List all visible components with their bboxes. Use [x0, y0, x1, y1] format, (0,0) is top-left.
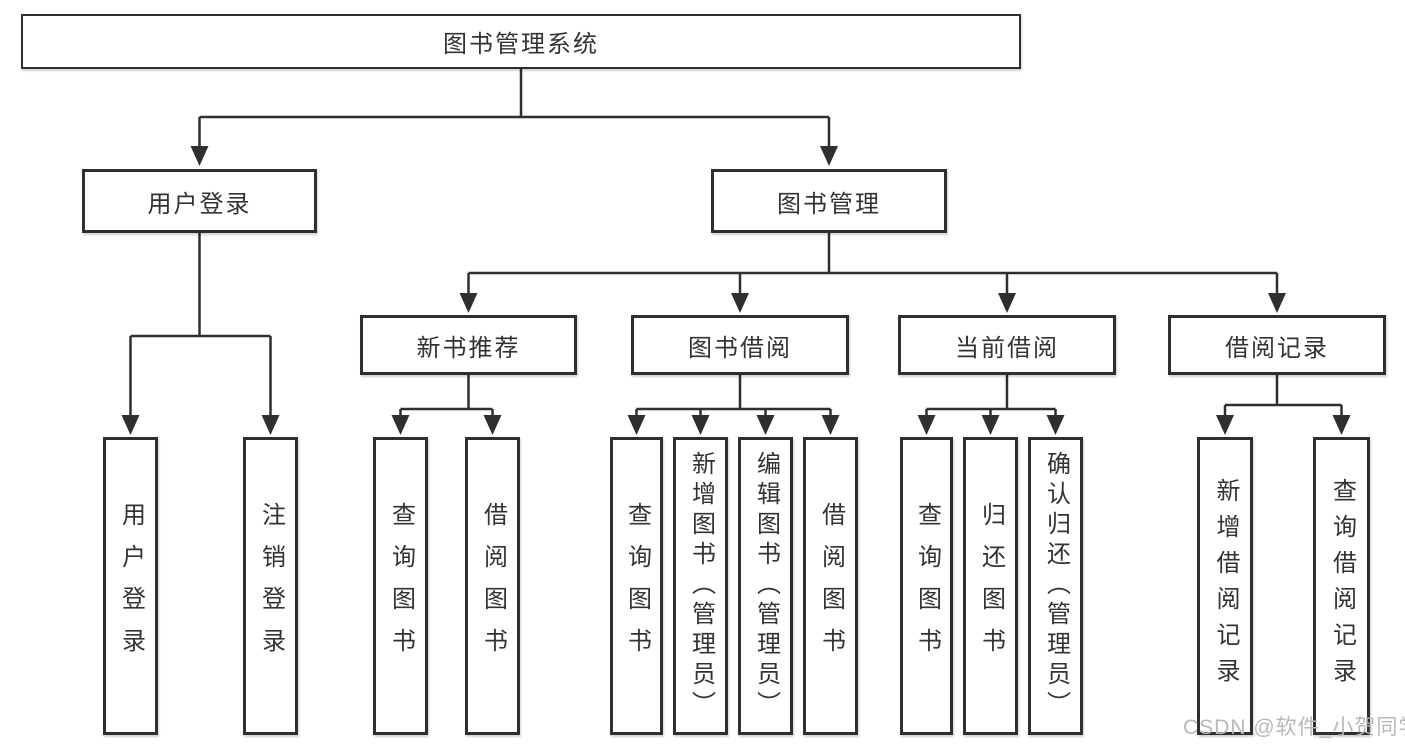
leaf-newbook-borrow-books: 借阅图书: [465, 437, 520, 735]
node-label: 新增图书（管理员）: [687, 451, 715, 721]
node-book-borrowing: 图书借阅: [631, 315, 849, 375]
arrowhead: [459, 293, 478, 313]
connector-line: [925, 375, 1057, 421]
node-label: 借阅图书: [479, 502, 507, 670]
node-label: 图书借阅: [688, 334, 792, 362]
arrowhead: [121, 415, 140, 435]
leaf-records-query-borrow-record: 查询借阅记录: [1313, 437, 1370, 735]
arrowhead: [998, 293, 1016, 313]
arrowhead: [1268, 293, 1286, 313]
node-book-management: 图书管理: [711, 169, 947, 233]
connector-new-book-rec-to-leaves: [391, 375, 502, 435]
arrowhead: [691, 415, 710, 435]
leaf-borrowing-edit-books-admin: 编辑图书（管理员）: [738, 437, 793, 735]
connector-book-borrow-to-leaves: [627, 375, 840, 435]
arrowhead: [483, 415, 502, 435]
node-label: 确认归还（管理员）: [1042, 451, 1070, 721]
node-label: 用户登录: [147, 190, 252, 218]
connector-line: [129, 233, 272, 421]
arrowhead: [391, 415, 410, 435]
connector-line: [467, 232, 1279, 299]
leaf-borrowing-query-books: 查询图书: [610, 437, 663, 735]
arrowhead: [917, 415, 936, 435]
node-label: 图书管理系统: [443, 31, 599, 58]
node-label: 图书管理: [777, 190, 881, 218]
connector-user-login-to-leaves: [121, 233, 280, 435]
node-label: 当前借阅: [955, 334, 1059, 362]
arrowhead: [1216, 415, 1234, 435]
connector-book-mgmt-to-level2: [459, 232, 1286, 313]
arrowhead: [1046, 415, 1065, 435]
connector-line: [198, 69, 831, 152]
node-label: 查询图书: [387, 502, 415, 670]
connector-line: [635, 375, 832, 421]
node-label: 新增借阅记录: [1212, 478, 1239, 694]
node-root-library-system: 图书管理系统: [21, 14, 1021, 69]
arrowhead: [627, 415, 646, 435]
arrowhead: [731, 293, 749, 313]
node-label: 新书推荐: [416, 334, 521, 362]
node-user-login: 用户登录: [82, 169, 317, 233]
node-label: 归还图书: [977, 502, 1005, 670]
connector-line: [399, 375, 494, 421]
leaf-logout: 注销登录: [243, 437, 298, 735]
node-label: 查询图书: [623, 502, 651, 670]
arrowhead: [820, 146, 838, 166]
arrowhead: [981, 415, 1000, 435]
node-label: 注销登录: [257, 502, 285, 670]
node-label: 编辑图书（管理员）: [752, 451, 780, 721]
arrowhead: [190, 146, 209, 166]
arrowhead: [261, 415, 280, 435]
node-label: 查询借阅记录: [1328, 478, 1356, 694]
node-borrowing-records: 借阅记录: [1168, 315, 1386, 375]
node-label: 查询图书: [913, 502, 941, 670]
leaf-user-login: 用户登录: [103, 437, 158, 735]
connector-root-to-level1: [190, 69, 838, 166]
leaf-records-add-borrow-record: 新增借阅记录: [1197, 437, 1253, 735]
leaf-current-confirm-return-admin: 确认归还（管理员）: [1028, 437, 1083, 735]
leaf-borrowing-add-books-admin: 新增图书（管理员）: [673, 437, 728, 735]
csdn-watermark: CSDN @软件_小贺同学: [1183, 716, 1405, 739]
node-current-borrowing: 当前借阅: [898, 315, 1116, 375]
node-label: 借阅图书: [817, 502, 845, 670]
connector-borrow-record-to-leaves: [1216, 375, 1351, 435]
node-new-book-recommend: 新书推荐: [360, 315, 577, 375]
node-label: 用户登录: [117, 502, 145, 670]
leaf-current-return-books: 归还图书: [963, 437, 1018, 735]
leaf-borrowing-borrow-books: 借阅图书: [803, 437, 858, 735]
leaf-newbook-query-books: 查询图书: [373, 437, 428, 735]
connector-line: [1223, 375, 1343, 421]
arrowhead: [756, 415, 775, 435]
arrowhead: [821, 415, 840, 435]
node-label: 借阅记录: [1225, 334, 1329, 362]
connector-current-borrow-to-leaves: [917, 375, 1065, 435]
arrowhead: [1332, 415, 1351, 435]
leaf-current-query-books: 查询图书: [900, 437, 953, 735]
